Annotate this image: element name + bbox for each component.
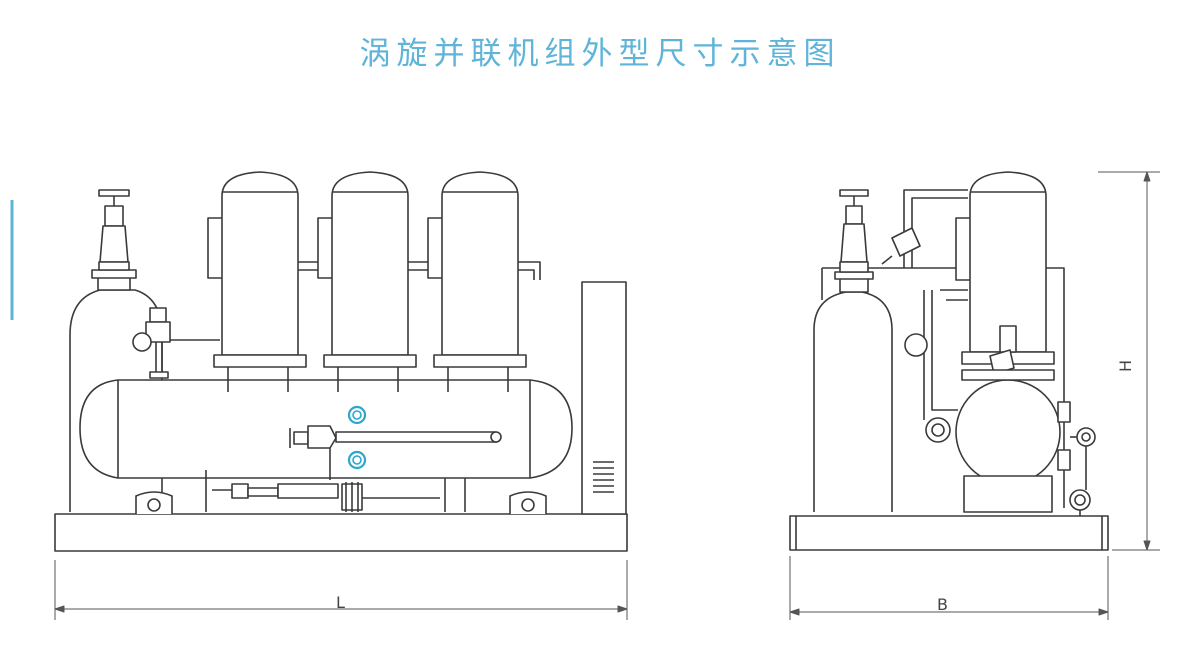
side-base-frame [789, 515, 1109, 551]
side-receiver-tank [813, 271, 893, 512]
diagram-title: 涡旋并联机组外型尺寸示意图 [359, 36, 841, 72]
side-compressor [955, 171, 1055, 365]
front-saddle-right [509, 491, 547, 514]
dimension-width [789, 556, 1109, 620]
dimension-length [54, 560, 628, 620]
front-side-valve [132, 307, 220, 379]
front-electrical-box [581, 281, 627, 515]
front-compressor-3 [427, 171, 527, 392]
front-sight-glass-upper [347, 405, 367, 425]
dimension-height [1098, 171, 1160, 551]
side-oil-separator [955, 325, 1061, 513]
front-sight-glass-lower [347, 450, 367, 470]
front-dryer-filter [341, 482, 363, 512]
side-tank-valve [839, 189, 869, 273]
front-interconnect-pipes [298, 261, 541, 280]
side-angle-valve [881, 227, 921, 265]
dimension-height-label: H [1116, 360, 1135, 372]
front-bottom-piping [205, 470, 466, 512]
front-saddle-left [135, 491, 173, 514]
side-view [789, 171, 1160, 620]
vent-louvers [593, 461, 614, 493]
front-view [54, 171, 628, 620]
front-base-frame [54, 513, 628, 552]
front-level-gauge [289, 425, 502, 480]
dimension-width-label: B [937, 595, 948, 614]
dimension-length-label: L [336, 593, 345, 612]
front-tank-valve [98, 189, 130, 271]
front-compressor-1 [207, 171, 307, 392]
side-piping [903, 189, 968, 443]
front-compressor-2 [317, 171, 417, 392]
side-gauge-assembly [1057, 401, 1096, 516]
